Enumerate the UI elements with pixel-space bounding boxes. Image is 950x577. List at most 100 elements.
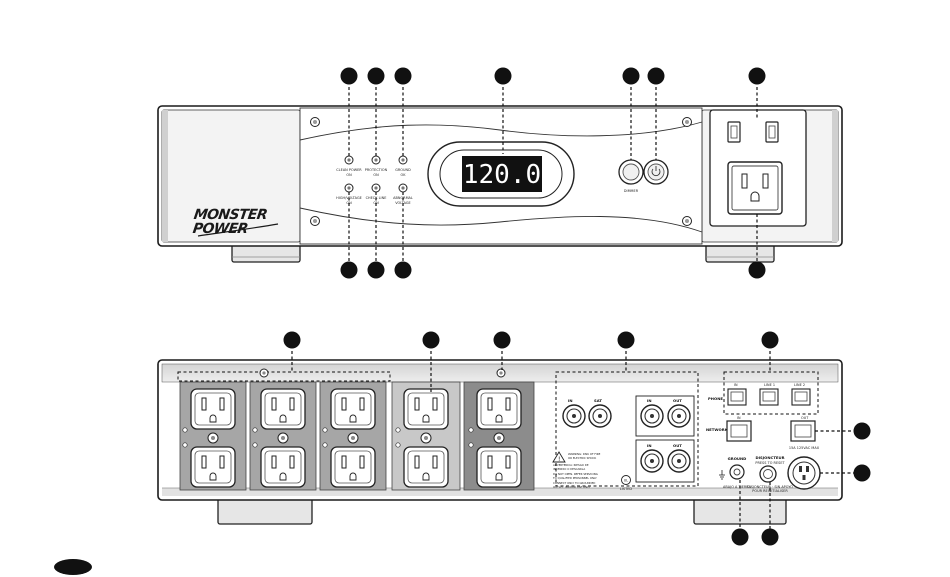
- svg-text:DIMMER: DIMMER: [624, 189, 639, 193]
- front-panel: MONSTER POWER CLEAN POWER ON HIGH/VOLTAG…: [157, 105, 843, 263]
- svg-text:INCENDIO O DESCARGA: INCENDIO O DESCARGA: [553, 467, 585, 471]
- rear-ac-outlet[interactable]: [260, 446, 306, 488]
- rear-ac-outlet[interactable]: [190, 446, 236, 488]
- callout-marker: [367, 67, 385, 85]
- svg-text:LISTED: LISTED: [620, 487, 633, 491]
- callout-marker: [748, 261, 766, 279]
- warning-label: ! WARNING: RISK OF FIRE OR ELECTRIC SHOC…: [552, 451, 601, 489]
- svg-text:15A 125VAC MAX: 15A 125VAC MAX: [789, 446, 820, 450]
- outlet-led: [322, 427, 328, 448]
- front-outlet-module: [709, 109, 807, 227]
- coax-antenna-in[interactable]: [640, 449, 664, 473]
- callout-marker: [283, 331, 301, 349]
- phone-jacks: PHONE IN LINE 1 LINE 2: [708, 383, 811, 406]
- svg-text:ON: ON: [346, 173, 352, 177]
- svg-text:OR ELECTRIC SHOCK: OR ELECTRIC SHOCK: [568, 456, 596, 460]
- svg-text:IN: IN: [734, 383, 738, 387]
- coax-antenna-out[interactable]: [667, 449, 691, 473]
- svg-text:WARNING: RISK OF FIRE: WARNING: RISK OF FIRE: [568, 452, 601, 456]
- rear-ac-outlet[interactable]: [330, 388, 376, 430]
- display-reading: 120.0: [463, 160, 541, 190]
- ground-terminal[interactable]: GROUND ABAJO A TIERRA: [723, 456, 752, 489]
- phone-in-jack[interactable]: [727, 388, 747, 406]
- power-button[interactable]: [643, 159, 669, 185]
- callout-marker: [761, 331, 779, 349]
- rear-ac-outlet[interactable]: [190, 388, 236, 430]
- outlet-screw: [277, 432, 289, 444]
- callout-marker: [394, 67, 412, 85]
- svg-text:POUR REINITIALISER: POUR REINITIALISER: [752, 489, 788, 493]
- svg-text:PRESS TO RESET: PRESS TO RESET: [755, 461, 785, 465]
- callout-marker: [853, 464, 871, 482]
- rear-ac-outlet[interactable]: [476, 388, 522, 430]
- outlet-screw: [347, 432, 359, 444]
- svg-text:UL: UL: [624, 479, 629, 483]
- callout-marker: [748, 67, 766, 85]
- coax-cable-out[interactable]: [667, 404, 691, 428]
- rear-ac-outlet[interactable]: [403, 446, 449, 488]
- callout-marker: [647, 67, 665, 85]
- outlet-group-box: [177, 371, 391, 382]
- callout-marker: [422, 331, 440, 349]
- svg-text:OK: OK: [401, 173, 407, 177]
- outlet-screw: [493, 432, 505, 444]
- network-in-jack[interactable]: [726, 420, 752, 442]
- rear-ac-outlet[interactable]: [403, 388, 449, 430]
- front-ac-outlet[interactable]: [727, 161, 783, 215]
- svg-text:OUT: OUT: [673, 443, 682, 448]
- svg-text:DISJONCTEUR: DISJONCTEUR: [755, 455, 784, 460]
- outlet-screw: [420, 432, 432, 444]
- rear-top-screws: [259, 368, 506, 378]
- rear-ac-outlet[interactable]: [330, 446, 376, 488]
- outlet-led: [395, 427, 401, 448]
- outlet-led: [468, 427, 474, 448]
- svg-text:OUT: OUT: [673, 398, 682, 403]
- svg-text:POWER: POWER: [192, 221, 249, 237]
- rear-ac-outlet[interactable]: [260, 388, 306, 430]
- phone-group-box: [723, 371, 819, 415]
- svg-text:PROTECTION: PROTECTION: [365, 168, 388, 172]
- faceplate-wave-top: [299, 121, 703, 141]
- ac-power-inlet[interactable]: 15A 125VAC MAX: [787, 446, 821, 490]
- svg-text:PHONE: PHONE: [708, 396, 723, 401]
- warning-triangle-icon: [552, 451, 566, 463]
- front-screws: [310, 117, 692, 226]
- rear-ac-outlet[interactable]: [476, 446, 522, 488]
- svg-text:SAT: SAT: [594, 398, 602, 403]
- front-callouts: [348, 76, 758, 270]
- coax-sat-out[interactable]: [588, 404, 612, 428]
- svg-text:GROUND: GROUND: [728, 456, 747, 461]
- network-out-jack[interactable]: [790, 420, 816, 442]
- ul-listed-icon: UL LISTED: [620, 475, 633, 491]
- coax-connectors: IN SAT IN OUT: [562, 395, 695, 483]
- svg-text:IN: IN: [647, 443, 652, 448]
- svg-text:IN: IN: [568, 398, 573, 403]
- circuit-breaker-reset[interactable]: DISJONCTEUR PRESS TO RESET DISJONCTEUR ·…: [747, 455, 793, 493]
- svg-text:DISJONCTEUR · SIN APOYO: DISJONCTEUR · SIN APOYO: [747, 485, 793, 489]
- svg-text:IN: IN: [737, 416, 741, 420]
- svg-text:LINE 1: LINE 1: [764, 383, 775, 387]
- callout-marker: [340, 67, 358, 85]
- svg-text:!: !: [558, 456, 560, 463]
- callout-marker: [340, 261, 358, 279]
- coax-cable-in[interactable]: [640, 404, 664, 428]
- front-callout-markers: [340, 67, 766, 279]
- phone-line1-jack[interactable]: [759, 388, 779, 406]
- callout-marker: [853, 422, 871, 440]
- faceplate-wave-bottom: [299, 207, 703, 233]
- outlet-led: [252, 427, 258, 448]
- rear-panel: IN SAT IN OUT: [157, 359, 843, 525]
- phone-line2-jack[interactable]: [791, 388, 811, 406]
- callout-marker: [761, 528, 779, 546]
- svg-text:LINE 2: LINE 2: [794, 383, 805, 387]
- callout-marker: [493, 331, 511, 349]
- coax-sat-in[interactable]: [562, 404, 586, 428]
- svg-text:CONNECT ONLY TO GROUNDED: CONNECT ONLY TO GROUNDED: [553, 481, 595, 485]
- svg-text:DO NOT OPEN. REFER SERVICING: DO NOT OPEN. REFER SERVICING: [553, 472, 598, 476]
- callout-marker: [367, 261, 385, 279]
- callout-marker: [617, 331, 635, 349]
- outlet-screw: [207, 432, 219, 444]
- svg-text:TO QUALIFIED PERSONNEL ONLY: TO QUALIFIED PERSONNEL ONLY: [552, 476, 597, 480]
- svg-text:ADVERTENCIA: RIESGO DE: ADVERTENCIA: RIESGO DE: [553, 463, 589, 467]
